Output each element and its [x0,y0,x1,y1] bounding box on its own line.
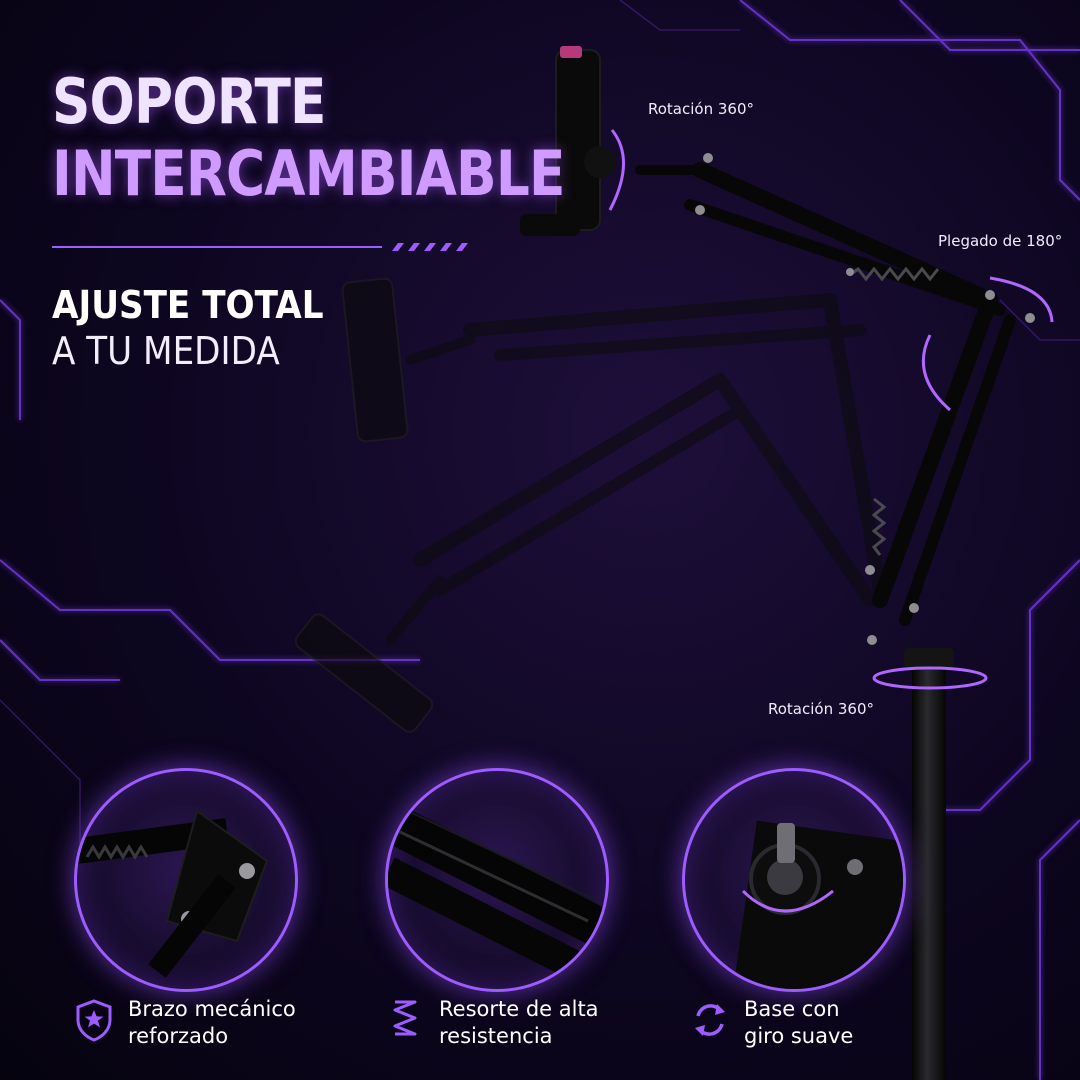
rotate-arrows-icon [695,1004,725,1036]
feature-image-arm [74,768,298,992]
subheadline-bold: AJUSTE TOTAL [52,283,324,327]
feature-arm-line-1: Brazo mecánico [128,997,296,1021]
feature-image-spring [385,768,609,992]
headline-line-2: INTERCAMBIABLE [52,137,565,210]
spring-icon [393,1000,417,1036]
feature-arm: Brazo mecánico reforzado [74,996,296,1050]
ghost-arm-positions [385,293,887,645]
headline: SOPORTE INTERCAMBIABLE [52,66,648,210]
feature-arm-line-2: reforzado [128,1024,229,1048]
feature-base: Base con giro suave [690,996,853,1050]
tablet-holder [520,46,616,236]
shield-star-icon [76,999,112,1042]
feature-image-base [682,768,906,992]
arm-joints [695,153,1035,645]
callout-base-rotation: Rotación 360° [768,700,874,718]
feature-base-line-1: Base con [744,997,840,1021]
headline-line-1: SOPORTE [52,65,326,138]
feature-base-line-2: giro suave [744,1024,854,1048]
headline-divider [52,243,468,251]
subheadline-light: A TU MEDIDA [52,329,280,373]
ghost-holders [294,277,434,733]
feature-spring-line-1: Resorte de alta [439,997,599,1021]
feature-arm-text: Brazo mecánico reforzado [128,996,296,1050]
feature-spring: Resorte de alta resistencia [385,996,599,1050]
callout-fold: Plegado de 180° [938,232,1063,250]
feature-base-text: Base con giro suave [744,996,853,1050]
stand-pole [912,660,946,1080]
arm-springs [849,266,940,556]
callout-top-rotation: Rotación 360° [648,100,754,118]
feature-spring-text: Resorte de alta resistencia [439,996,599,1050]
rotation-indicators [608,129,1054,690]
feature-spring-line-2: resistencia [439,1024,553,1048]
main-arm [635,162,1016,626]
subheadline: AJUSTE TOTAL A TU MEDIDA [52,282,354,374]
